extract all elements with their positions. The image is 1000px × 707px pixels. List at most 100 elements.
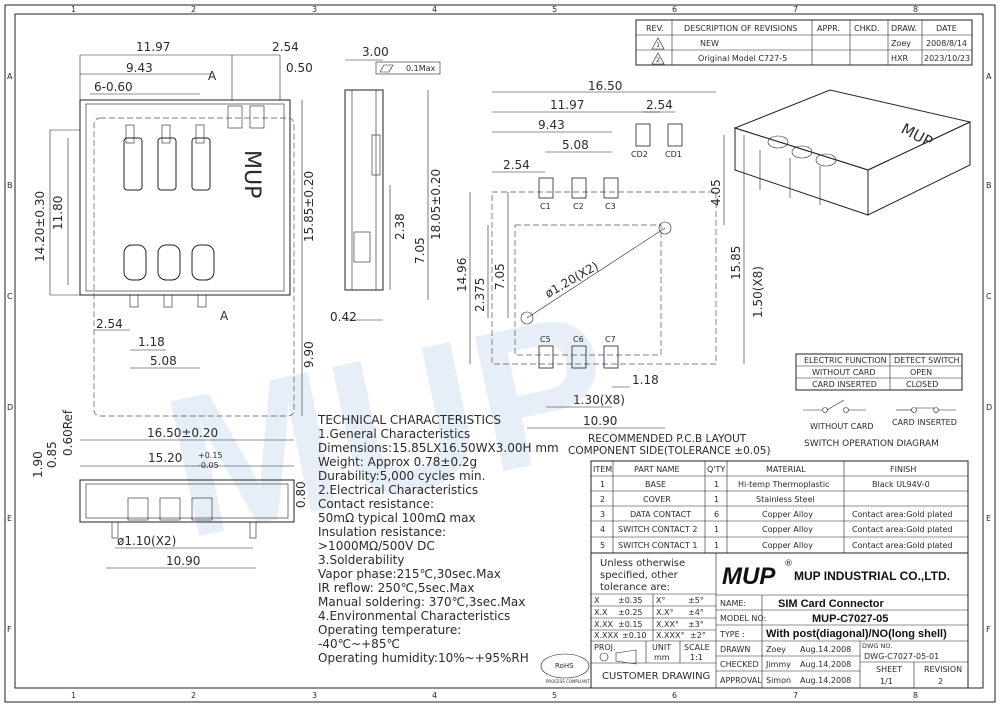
row-label: C xyxy=(7,292,13,301)
bom-table: ITEM PART NAME Q'TY MATERIAL FINISH 1 BA… xyxy=(590,460,969,554)
unit-value: mm xyxy=(654,653,670,662)
tol-cell: ±0.25 xyxy=(618,608,643,617)
dim-text: 2.54 xyxy=(503,158,530,172)
side-post xyxy=(353,231,371,263)
model-label: MODEL NO: xyxy=(720,614,766,623)
rev-header: CHKD. xyxy=(854,24,880,33)
contact xyxy=(157,137,177,191)
rev-header: DRAW. xyxy=(891,24,917,33)
tol-cell: ±3° xyxy=(688,620,704,629)
col-label: 5 xyxy=(552,5,557,14)
post-hole xyxy=(520,311,534,325)
tech-line: Insulation resistance: xyxy=(318,525,446,539)
rohs-text: RoHS xyxy=(555,662,574,670)
bom-cell: Stainless Steel xyxy=(756,495,815,504)
switch-cell: WITHOUT CARD xyxy=(812,368,876,377)
dim-text: +0.15 xyxy=(198,451,223,460)
dim-text: 0.80 xyxy=(294,481,308,508)
top-logo: MUP xyxy=(239,150,264,198)
switch-contact xyxy=(227,105,243,129)
tech-line: Operating temperature: xyxy=(318,623,461,637)
dim-text: 5.08 xyxy=(562,138,589,152)
type-label: TYPE : xyxy=(719,630,745,639)
col-label: 4 xyxy=(432,691,437,700)
tech-line: 50mΩ typical 100mΩ max xyxy=(318,511,476,525)
dwg-label: DWG NO. xyxy=(862,642,892,650)
switch-label: WITHOUT CARD xyxy=(810,422,874,431)
dim-text: 16.50±0.20 xyxy=(147,426,218,440)
switch-node-icon xyxy=(843,407,849,413)
tech-line: 3.Solderability xyxy=(318,553,404,567)
hole-leader xyxy=(526,227,666,319)
front-contact xyxy=(159,497,181,521)
tech-line: IR reflow: 250℃,5sec.Max xyxy=(318,581,474,595)
switch-cell: OPEN xyxy=(910,368,932,377)
col-label: 8 xyxy=(913,5,918,14)
pad xyxy=(603,177,619,199)
bom-cell: 4 xyxy=(600,525,605,534)
checked-name: Jimmy xyxy=(765,660,791,669)
bom-cell: Copper Alloy xyxy=(762,525,813,534)
bom-cell: BASE xyxy=(645,480,666,489)
rev-desc: NEW xyxy=(700,39,719,48)
lead xyxy=(195,124,205,144)
rev-header: DATE xyxy=(936,24,957,33)
row-label: B xyxy=(986,181,992,190)
iso-contact xyxy=(767,135,789,149)
bom-cell: 3 xyxy=(600,510,605,519)
iso-side-face xyxy=(867,121,971,216)
dim-text: 11.97 xyxy=(550,98,584,112)
switch-lever-open xyxy=(826,399,845,411)
tol-note: tolerance are: xyxy=(600,582,670,593)
pad xyxy=(635,123,651,147)
pad-label: CD1 xyxy=(665,150,682,159)
bom-header: PART NAME xyxy=(634,465,680,474)
registered-mark: ® xyxy=(784,559,793,569)
dim-text: 14.20±0.30 xyxy=(33,191,47,262)
rev-triangle-icon xyxy=(651,52,665,65)
title-block: Unless otherwise specified, other tolera… xyxy=(590,552,969,689)
dim-text: 2.54 xyxy=(96,317,123,331)
pad xyxy=(603,345,619,369)
dim-text: 2.54 xyxy=(272,40,299,54)
col-label: 2 xyxy=(191,691,196,700)
dim-text: 0.50 xyxy=(286,61,313,75)
drawn-date: Aug.14.2008 xyxy=(800,645,851,654)
approval-label: APPROVAL xyxy=(720,676,762,685)
dim-text: ø1.10(X2) xyxy=(117,534,176,548)
tol-cell: ±5° xyxy=(688,596,704,605)
dim-text: 2.375 xyxy=(473,278,487,312)
lead xyxy=(163,294,173,308)
sheet-border-outer xyxy=(4,4,996,703)
dim-text: 0.60Ref xyxy=(61,409,75,456)
tol-note: specified, other xyxy=(600,570,679,581)
dim-text: 6-0.60 xyxy=(94,80,133,94)
rev-number: 2 xyxy=(656,56,660,64)
sheet-border-inner xyxy=(14,13,984,689)
dim-text: 4.05 xyxy=(709,179,723,206)
dwg-number: DWG-C7027-05-01 xyxy=(864,652,939,661)
revision-table: REV. DESCRIPTION OF REVISIONS APPR. CHKD… xyxy=(635,19,973,66)
bom-cell: Black UL94V-0 xyxy=(872,480,930,489)
col-label: 7 xyxy=(793,5,798,14)
pcb-subtitle: COMPONENT SIDE(TOLERANCE ±0.05) xyxy=(568,445,771,457)
tol-cell: X.XXX° xyxy=(656,631,684,640)
tech-line: >1000MΩ/500V DC xyxy=(318,539,435,553)
rev-desc: Original Model C727-5 xyxy=(698,54,787,63)
bom-header: Q'TY xyxy=(707,465,725,474)
pad-label: C1 xyxy=(540,202,551,211)
isometric-view: MUP xyxy=(733,89,972,216)
dim-text: 15.20 xyxy=(148,451,182,465)
pcb-title: RECOMMENDED P.C.B LAYOUT xyxy=(588,433,747,445)
pad-label: C7 xyxy=(605,335,616,344)
dim-text: 2.38 xyxy=(393,213,407,240)
tol-cell: X.XX xyxy=(594,620,614,629)
dim-text: 1.30(X8) xyxy=(573,393,625,407)
row-label: A xyxy=(986,72,992,81)
rev-number: 1 xyxy=(656,41,660,49)
bom-cell: Copper Alloy xyxy=(762,541,813,550)
row-label: C xyxy=(986,292,992,301)
flatness-icon xyxy=(379,64,394,73)
proj-label: PROJ. xyxy=(594,643,616,652)
